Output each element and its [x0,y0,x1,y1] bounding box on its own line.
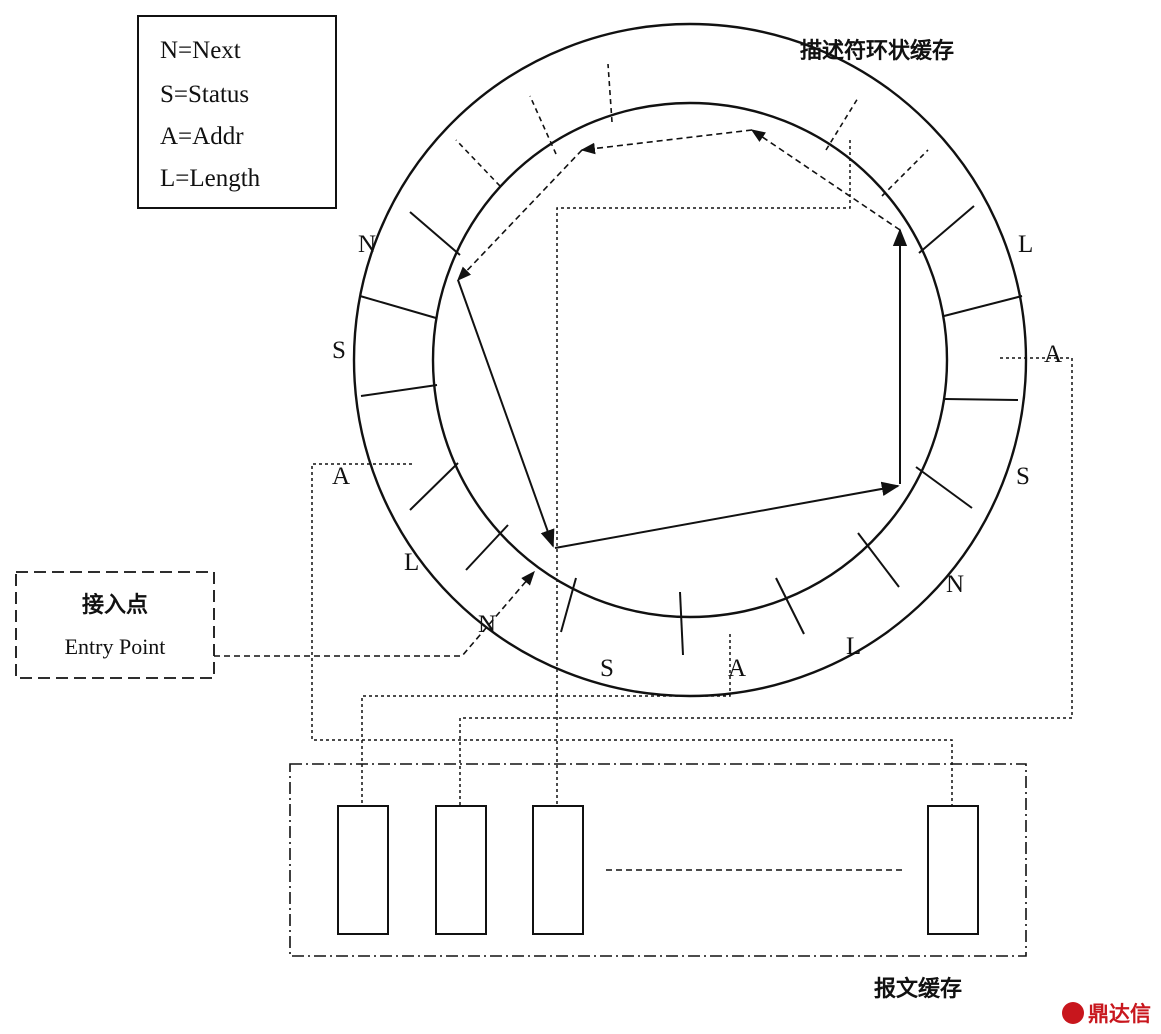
ring-divider [465,524,509,571]
packet-buffer-last [927,805,979,935]
field-labels: N S A L N S A L N S A L [332,231,1062,682]
ring-divider [944,398,1019,401]
legend-addr: A=Addr [160,123,244,150]
packet-buffer-area: 报文缓存 [289,763,1027,1002]
next-chain-dashed [457,129,901,282]
ring-divider [915,466,973,509]
ring-divider [409,211,461,256]
legend-status: S=Status [160,81,249,108]
legend-next: N=Next [160,37,241,64]
label-n-entry: N [478,611,496,638]
entry-point: 接入点 Entry Point [15,570,535,679]
label-l-right: L [1018,231,1033,258]
label-l-bottom: L [846,633,861,660]
legend-length: L=Length [160,165,261,192]
legend-box: N=Next S=Status A=Addr L=Length [137,15,337,209]
next-chain-solid [457,228,908,549]
ring-divider [943,295,1023,317]
ring-divider [359,295,437,319]
ring-divider [881,149,929,197]
ring-divider [560,577,577,633]
buffer-title: 报文缓存 [874,976,962,1002]
next-arrow-dashed [750,129,901,231]
label-a-bottom: A [728,655,746,682]
label-n-right: N [946,571,964,598]
next-arrow [554,481,900,549]
entry-point-box [15,571,215,679]
watermark-text: 鼎达信 [1088,1002,1151,1026]
label-a-left: A [332,463,350,490]
ring-divider [679,591,684,656]
label-a-right: A [1044,341,1062,368]
entry-point-en: Entry Point [65,634,166,659]
ring-inner [431,101,949,619]
ring-divider [857,532,900,588]
next-arrow [457,279,555,548]
label-s-bottom: S [600,655,614,682]
addr-pointer-top [551,140,851,834]
watermark-logo-icon [1062,1002,1084,1024]
ring-divider [607,63,613,123]
ring-divider [360,384,438,397]
ring-title: 描述符环状缓存 [800,38,954,64]
packet-buffer-2 [435,805,487,935]
packet-buffer-1 [337,805,389,935]
ring-divider [825,97,859,151]
label-n-left: N [358,231,376,258]
next-arrow-dashed [580,129,753,155]
entry-point-arrow [214,570,535,657]
label-s-left: S [332,337,346,364]
packet-buffer-frame [289,763,1027,957]
label-l-left: L [404,549,419,576]
watermark: 鼎达信 [1062,1002,1151,1026]
descriptor-ring [352,22,1028,698]
addr-pointer-left [311,463,958,834]
ring-divider [529,95,557,155]
label-s-right: S [1016,463,1030,490]
ring-outer [352,22,1028,698]
ring-divider [918,205,975,254]
ring-divider [455,139,501,187]
packet-buffer-3 [532,805,584,935]
ring-divider [409,462,459,511]
addr-pointer-right [454,357,1073,834]
entry-point-cn: 接入点 [82,592,148,618]
ring-divider [775,577,805,635]
